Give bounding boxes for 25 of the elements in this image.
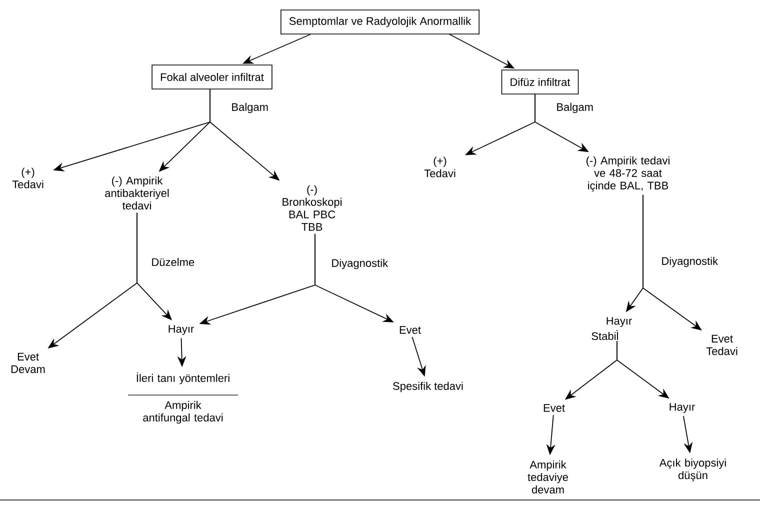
step-text: İleri tanı yöntemleri Ampirik antifungal tedavi [128,372,238,424]
process-box: Fokal alveoler infiltrat [152,64,272,90]
edge-label: Balgam [230,102,270,114]
step-text: (-) Ampirik antibakteriyel tedavi [105,176,169,210]
step-text: Hayır [670,403,695,413]
edge-label: Balgam [555,102,594,114]
process-box: Difüz infiltrat [501,70,579,94]
step-text: Evet Tedavi [706,334,738,356]
step-text: Açık biyopsiyi düşün [659,458,726,482]
step-text: Evet [544,404,565,412]
step-text: Evet Devam [12,352,45,374]
step-text: Hayır [606,317,632,327]
step-text: (-) Ampirik tedavi ve 48-72 saat içinde BAL, TBB [586,156,670,192]
edge-label: Diyagnostik [330,258,390,270]
step-text: (-) Bronkoskopi BAL PBC TBB [282,185,342,231]
step-text: Ampirik tedaviye devam [528,460,568,494]
edge-label: Düzelme [150,256,196,268]
process-box: Semptomlar ve Radyolojik Anormallik [280,10,480,34]
step-text: (+) Tedavi [424,156,456,178]
step-text: Spesifik tedavi [393,382,463,392]
step-text: Hayır [168,325,194,335]
step-text: (+) Tedavi [12,168,44,188]
edge-label: Diyagnostik [660,256,720,268]
edge-label: Stabil [590,330,620,342]
step-text: Evet [400,326,421,334]
